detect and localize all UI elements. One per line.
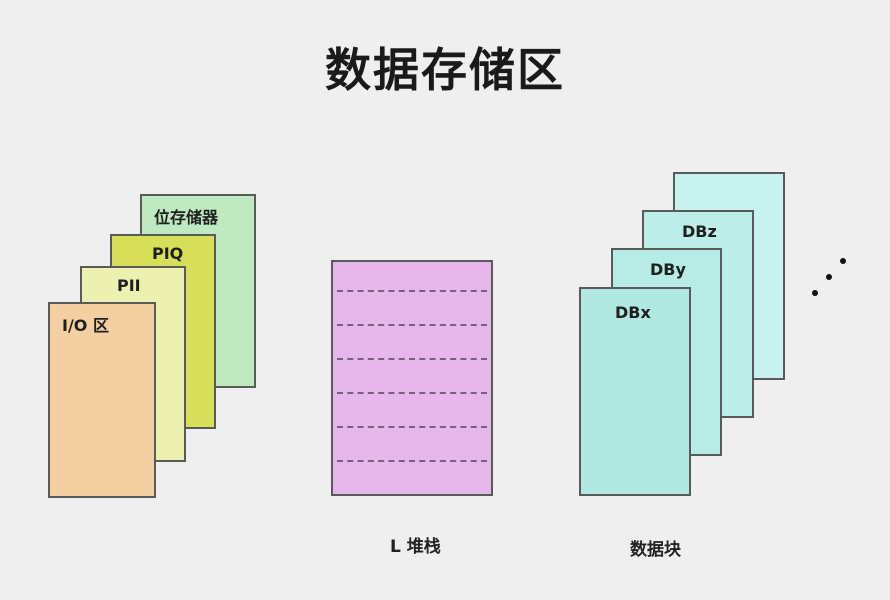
- stack-divider: [337, 392, 487, 394]
- pii-label: PII: [117, 276, 141, 295]
- io-area-label: I/O 区: [62, 316, 109, 335]
- dbx-card: DBx: [579, 287, 691, 496]
- dbz-label: DBz: [682, 222, 717, 241]
- dbx-label: DBx: [615, 303, 651, 322]
- stack-divider: [337, 426, 487, 428]
- bit-memory-label: 位存储器: [154, 208, 219, 227]
- page-title: 数据存储区: [325, 43, 565, 97]
- stack-divider: [337, 290, 487, 292]
- ellipsis-dot: [826, 274, 832, 280]
- ellipsis-dot: [840, 258, 846, 264]
- l-stack-card: [331, 260, 493, 496]
- dby-label: DBy: [650, 260, 686, 279]
- data-block-caption: 数据块: [630, 540, 681, 560]
- stack-divider: [337, 324, 487, 326]
- stack-divider: [337, 358, 487, 360]
- piq-label: PIQ: [152, 244, 184, 263]
- io-area-card: I/O 区: [48, 302, 156, 498]
- stack-divider: [337, 460, 487, 462]
- ellipsis-dot: [812, 290, 818, 296]
- l-stack-caption: L 堆栈: [390, 537, 441, 557]
